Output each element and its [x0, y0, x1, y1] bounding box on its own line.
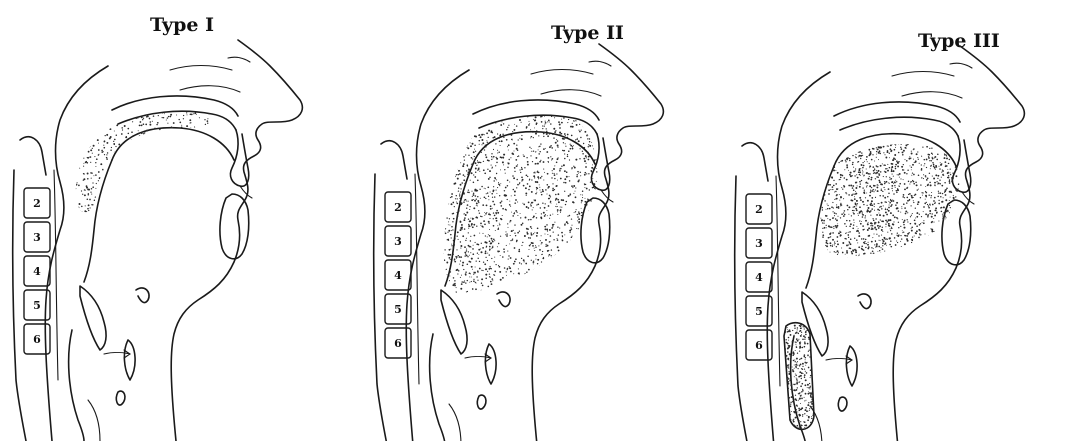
posterior-pharyngeal-wall	[767, 72, 830, 441]
vertebra-label: 3	[755, 237, 763, 250]
thyroid-cartilage	[838, 397, 847, 411]
face-profile	[893, 46, 1024, 441]
prevertebral-line	[415, 174, 419, 384]
mandible	[942, 200, 971, 265]
head-neck-diagram: 2 3 4 5 6	[361, 0, 722, 441]
hyoid-bone	[136, 288, 149, 303]
sketch-group: 2 3 4 5 6	[735, 46, 1025, 441]
trachea-posterior	[69, 330, 84, 441]
cheek-line	[892, 72, 954, 77]
vertebra-label: 6	[33, 333, 41, 346]
vocal-fold-arrow	[104, 353, 130, 355]
obstruction-stipple	[69, 107, 220, 220]
epiglottis	[802, 292, 828, 356]
odontoid-outline	[381, 141, 407, 179]
vocal-fold-arrow	[465, 357, 491, 359]
trachea-anterior	[88, 400, 100, 441]
face-profile	[171, 40, 302, 441]
vertebra-label: 2	[755, 203, 763, 216]
tongue-dorsum	[112, 128, 234, 160]
nasal-floor-line	[902, 92, 962, 98]
vertebra-label: 3	[394, 235, 402, 248]
odontoid-outline	[20, 137, 46, 175]
arytenoid	[846, 346, 857, 386]
cheek-line	[170, 66, 232, 71]
vertebra-label: 6	[755, 339, 763, 352]
vertebra-label: 4	[394, 269, 402, 282]
hyoid-bone	[497, 292, 510, 307]
head-neck-diagram: 2 3 4 5 6	[0, 0, 361, 441]
vertebra-label: 4	[33, 265, 41, 278]
vertebra-label: 4	[755, 271, 763, 284]
epiglottis	[441, 290, 467, 354]
prevertebral-line	[776, 176, 780, 386]
cheek-line	[531, 70, 593, 75]
vertebra-label: 2	[33, 197, 41, 210]
nasal-floor-line	[180, 86, 240, 92]
trachea-posterior	[430, 334, 445, 441]
vertebra-label: 5	[755, 305, 763, 318]
vertebra-label: 6	[394, 337, 402, 350]
hard-palate-upper	[112, 96, 238, 116]
posterior-pharyngeal-wall	[45, 66, 108, 441]
head-neck-diagram: 2 3 4 5 6	[722, 0, 1083, 441]
panel-type-1: Type I 23456	[0, 0, 361, 441]
sketch-group: 2 3 4 5 6	[374, 44, 664, 441]
trachea-anterior	[449, 404, 461, 441]
vertebra-label: 3	[33, 231, 41, 244]
vertebra-label: 5	[33, 299, 41, 312]
vocal-fold-arrow	[826, 359, 852, 361]
mandible	[220, 194, 249, 259]
thyroid-cartilage	[477, 395, 486, 409]
panel-type-3: Type III 23456	[722, 0, 1083, 441]
hyoid-bone	[858, 294, 871, 309]
vertebra-label: 5	[394, 303, 402, 316]
nostril-line	[228, 57, 250, 62]
arytenoid	[124, 340, 135, 380]
face-profile	[532, 44, 663, 441]
thyroid-cartilage	[116, 391, 125, 405]
hard-palate-upper	[834, 102, 960, 122]
nostril-line	[950, 63, 972, 68]
nostril-line	[589, 61, 611, 66]
mandible	[581, 198, 610, 263]
arytenoid	[485, 344, 496, 384]
sketch-group: 2 3 4 5 6	[13, 40, 303, 441]
posterior-pharyngeal-wall	[406, 70, 469, 441]
vertebra-label: 2	[394, 201, 402, 214]
epiglottis	[80, 286, 106, 350]
prevertebral-line	[54, 170, 58, 380]
panel-type-2: Type II 23456	[361, 0, 722, 441]
nasal-floor-line	[541, 90, 601, 96]
odontoid-outline	[742, 143, 768, 181]
